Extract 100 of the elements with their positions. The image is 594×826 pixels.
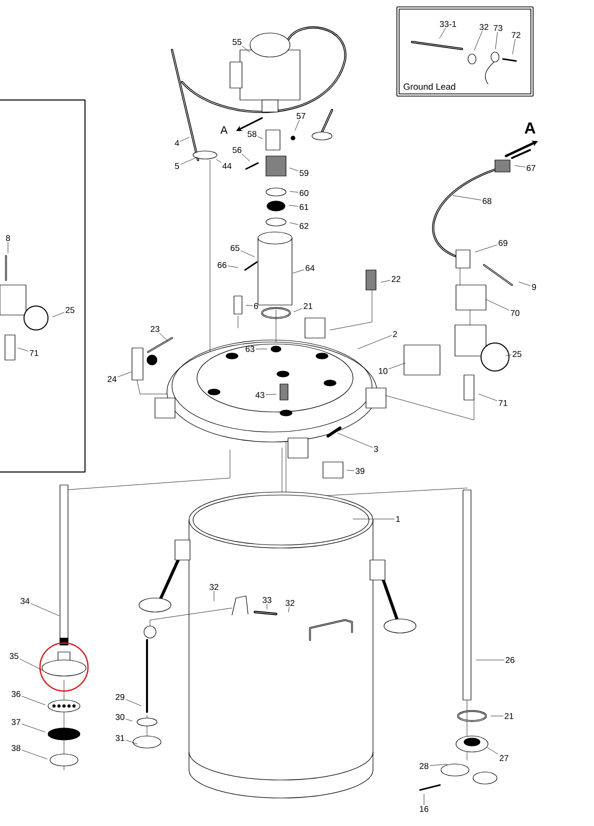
callout-number: 29 <box>116 694 124 700</box>
leader-line <box>294 120 300 130</box>
leader-line <box>256 348 268 350</box>
leader-line <box>246 305 253 306</box>
leader-line <box>159 333 168 342</box>
leader-line <box>288 205 298 207</box>
leader-line <box>486 299 510 310</box>
callout-number: 32 <box>480 24 488 30</box>
callout-number: 34 <box>20 598 30 604</box>
leader-line <box>242 46 250 52</box>
callout-number: 22 <box>392 276 400 282</box>
callout-number: 3 <box>374 446 378 452</box>
leader-line <box>22 696 46 706</box>
callout-number: 69 <box>498 240 508 246</box>
callout-number: 66 <box>218 262 226 268</box>
leader-line <box>216 159 222 163</box>
callout-number: 25 <box>66 307 74 313</box>
leader-line <box>352 518 395 520</box>
callout-number: 9 <box>532 284 536 290</box>
leader-line <box>126 718 132 722</box>
callout-number: 44 <box>222 163 232 169</box>
leader-line <box>52 312 64 318</box>
callout-number: 33 <box>262 597 272 603</box>
leader-line <box>292 270 304 274</box>
callout-number: 61 <box>300 204 308 210</box>
leader-line <box>487 747 498 754</box>
leader-line <box>288 607 290 612</box>
callout-number: 6 <box>254 303 258 309</box>
callout-number: 32 <box>286 600 294 606</box>
leader-line <box>180 157 198 165</box>
callout-number: 56 <box>232 147 242 153</box>
callout-number: 58 <box>248 131 256 137</box>
leader-line <box>506 354 512 356</box>
callout-number: 68 <box>482 198 492 204</box>
callout-number: 55 <box>232 39 242 45</box>
callout-number: 16 <box>420 806 428 812</box>
callout-number: 33-1 <box>440 21 456 27</box>
callout-number: 30 <box>116 714 124 720</box>
callout-number: 31 <box>116 735 124 741</box>
callout-number: 70 <box>510 310 520 316</box>
leader-line <box>22 724 46 732</box>
leader-line <box>346 470 354 471</box>
callout-number: 73 <box>494 25 502 31</box>
leader-line <box>22 750 48 760</box>
callout-number: 62 <box>300 223 308 229</box>
callout-number: 1 <box>396 516 400 522</box>
leader-line <box>294 308 302 312</box>
callout-number: 71 <box>498 400 508 406</box>
callout-number: 21 <box>504 713 514 719</box>
callout-number: 71 <box>30 350 38 356</box>
direction-letter: A <box>220 126 228 134</box>
leader-line <box>290 168 298 172</box>
callout-number: 37 <box>12 719 20 725</box>
callout-number: 38 <box>12 745 20 751</box>
callout-number: 5 <box>174 163 180 169</box>
leader-line <box>430 764 448 766</box>
leader-line <box>118 372 132 378</box>
leader-line <box>18 348 28 352</box>
leader-line <box>388 362 406 370</box>
leader-line <box>290 222 298 225</box>
callout-number: 10 <box>378 368 388 374</box>
callout-number: 39 <box>356 468 364 474</box>
leader-line <box>495 32 498 50</box>
leader-line <box>266 394 276 395</box>
callout-number: 36 <box>12 691 20 697</box>
leader-line <box>20 658 44 671</box>
callout-number: 63 <box>246 346 254 352</box>
leader-line <box>478 394 498 401</box>
callout-number: 4 <box>174 140 180 146</box>
leader-line <box>228 266 238 268</box>
leader-line <box>439 28 446 39</box>
callout-number: 27 <box>500 755 508 761</box>
leader-line <box>452 195 482 200</box>
callout-number: 60 <box>300 190 308 196</box>
leader-line <box>474 244 498 252</box>
callout-number: 65 <box>230 245 240 251</box>
leader-line <box>266 604 268 610</box>
leader-line <box>240 250 254 257</box>
leader-line <box>518 282 531 286</box>
callout-number: 23 <box>150 326 160 332</box>
detail-frame <box>0 100 86 472</box>
leader-line <box>126 740 138 744</box>
leader-line <box>180 137 190 142</box>
callout-number: 64 <box>306 265 314 271</box>
callout-number: 25 <box>512 351 522 357</box>
callout-number: 59 <box>300 170 308 176</box>
callout-number: 43 <box>255 392 264 398</box>
callout-number: 57 <box>296 113 306 119</box>
callout-number: 28 <box>420 763 428 770</box>
leader-line <box>358 335 392 350</box>
leader-line <box>512 38 516 54</box>
leader-line <box>242 154 250 162</box>
callout-number: 32 <box>210 584 218 590</box>
callout-number: 35 <box>10 653 18 659</box>
leader-line <box>30 603 60 616</box>
direction-letter: A <box>524 122 536 134</box>
callout-number: 8 <box>6 235 10 241</box>
callout-number: 24 <box>108 376 116 382</box>
leader-line <box>514 165 526 168</box>
callout-number: 2 <box>393 331 397 337</box>
